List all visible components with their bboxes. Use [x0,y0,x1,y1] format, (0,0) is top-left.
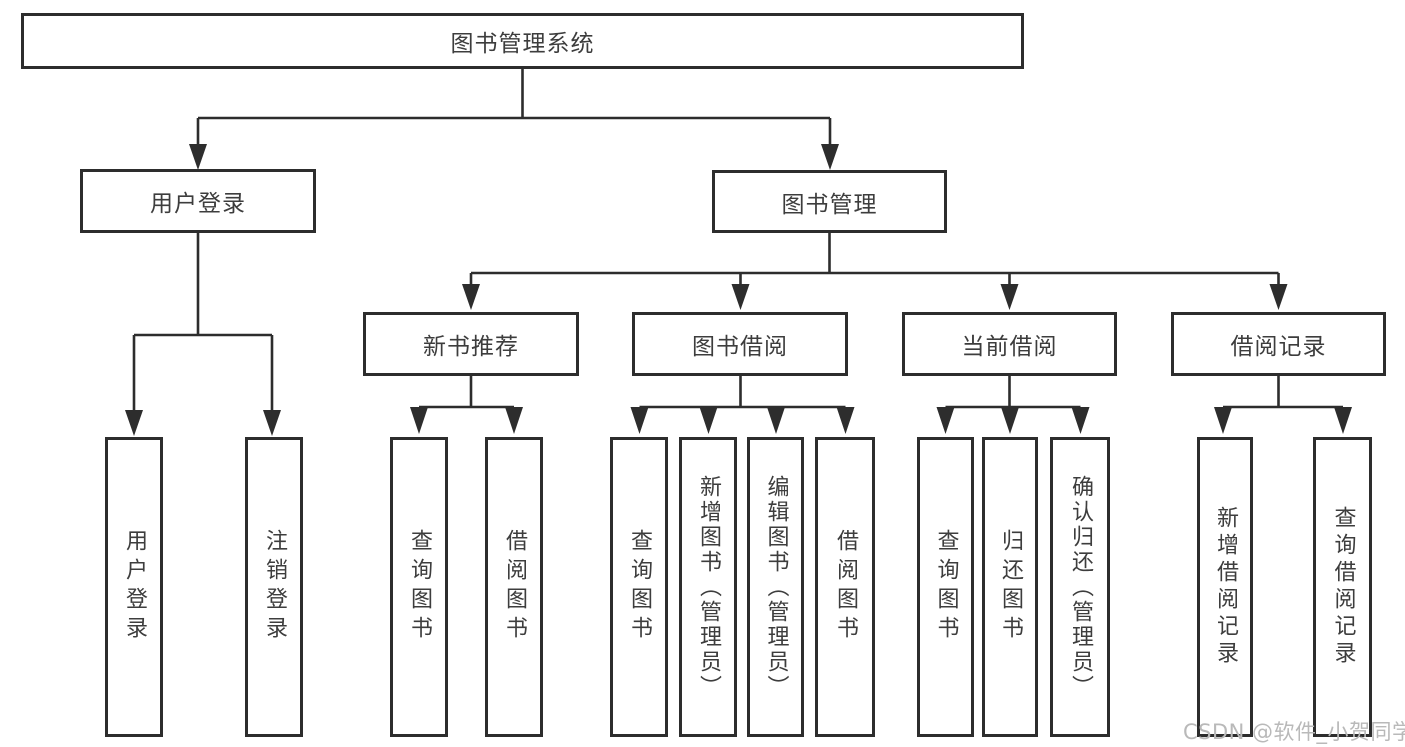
node-new-book-recommend-label: 新书推荐 [423,334,519,360]
connector-book-borrow-to-leaves [630,376,855,434]
node-current-borrow: 当前借阅 [902,312,1117,376]
node-leaf-borrow-books: 借阅图书 [815,437,875,737]
node-leaf-query-borrow-record-label: 查询借阅记录 [1330,506,1356,668]
connector-current-borrow-to-leaves [936,376,1090,434]
connector-book-management-to-level3 [462,233,1288,310]
csdn-watermark: CSDN @软件_小贺同学 [1183,720,1405,744]
node-leaf-borrow-books-label: 借阅图书 [833,529,858,645]
node-leaf-query-books-recommend: 查询图书 [390,437,448,737]
connector-new-book-recommend-to-leaves [410,376,523,434]
node-leaf-logout: 注销登录 [245,437,303,737]
node-leaf-confirm-return-admin-label: 确认归还（管理员） [1068,474,1093,700]
node-leaf-return-books-label: 归还图书 [998,529,1023,645]
node-user-login: 用户登录 [80,169,316,233]
node-leaf-borrow-books-recommend: 借阅图书 [485,437,543,737]
node-leaf-query-books-current-label: 查询图书 [933,529,959,645]
node-leaf-query-books-borrow-label: 查询图书 [627,529,652,645]
node-leaf-add-borrow-record-label: 新增借阅记录 [1213,506,1238,668]
node-book-borrow-label: 图书借阅 [692,334,788,360]
node-leaf-edit-books-admin: 编辑图书（管理员） [747,437,804,737]
node-new-book-recommend: 新书推荐 [363,312,579,376]
node-leaf-add-books-admin-label: 新增图书（管理员） [696,474,721,700]
node-user-login-label: 用户登录 [150,191,246,217]
node-current-borrow-label: 当前借阅 [961,334,1058,360]
node-leaf-user-login: 用户登录 [105,437,163,737]
node-leaf-query-books-borrow: 查询图书 [610,437,668,737]
node-book-management-label: 图书管理 [781,191,878,218]
node-leaf-query-borrow-record: 查询借阅记录 [1313,437,1372,737]
node-leaf-return-books: 归还图书 [982,437,1038,737]
node-leaf-confirm-return-admin: 确认归还（管理员） [1050,437,1110,737]
node-borrow-records-label: 借阅记录 [1230,334,1327,360]
node-leaf-query-books-current: 查询图书 [917,437,974,737]
node-leaf-borrow-books-recommend-label: 借阅图书 [502,529,527,645]
node-leaf-edit-books-admin-label: 编辑图书（管理员） [763,474,789,700]
connector-user-login-to-leaves [125,233,281,436]
node-leaf-user-login-label: 用户登录 [122,529,147,645]
node-book-management: 图书管理 [712,170,947,233]
node-root-system: 图书管理系统 [21,13,1024,69]
connector-root-to-level2 [189,69,839,170]
node-root-system-label: 图书管理系统 [450,31,595,57]
node-leaf-add-borrow-record: 新增借阅记录 [1197,437,1253,737]
node-leaf-logout-label: 注销登录 [262,529,287,645]
node-borrow-records: 借阅记录 [1171,312,1386,376]
node-leaf-query-books-recommend-label: 查询图书 [407,529,432,645]
node-book-borrow: 图书借阅 [632,312,848,376]
node-leaf-add-books-admin: 新增图书（管理员） [679,437,737,737]
connector-borrow-records-to-leaves [1214,376,1352,434]
